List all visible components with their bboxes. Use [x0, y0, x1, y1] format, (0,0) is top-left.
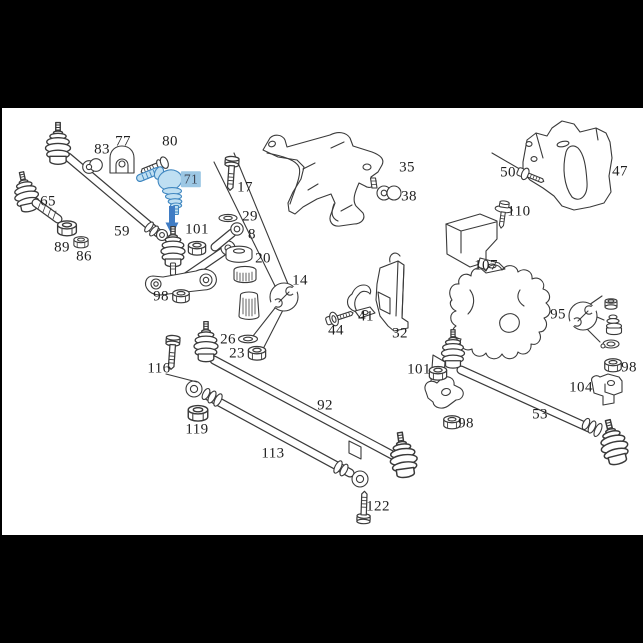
part-label-107: 107 [474, 257, 498, 274]
clamp-77 [109, 145, 135, 174]
part-label-86: 86 [76, 248, 92, 265]
part-label-77: 77 [115, 133, 131, 150]
part-label-14: 14 [292, 272, 308, 289]
part-label-89: 89 [54, 239, 70, 256]
part-label-23: 23 [229, 345, 245, 362]
part-label-83: 83 [94, 141, 110, 158]
part-label-119: 119 [185, 421, 209, 438]
part-label-26: 26 [220, 331, 236, 348]
bolt-110 [494, 200, 513, 229]
part-label-47: 47 [612, 163, 628, 180]
bracket-104 [591, 373, 623, 406]
bushing-83 [82, 158, 103, 174]
part-label-98: 98 [458, 415, 474, 432]
part-label-113: 113 [261, 445, 285, 462]
part-label-122: 122 [366, 498, 390, 515]
part-label-95: 95 [550, 306, 566, 323]
part-label-53: 53 [532, 406, 548, 423]
bolt-116 [163, 334, 198, 383]
grommet-38 [376, 185, 402, 201]
part-label-20: 20 [255, 250, 271, 267]
part-label-101: 101 [185, 221, 209, 238]
part-label-50: 50 [500, 164, 516, 181]
highlighted-part-71 [136, 166, 183, 216]
part-label-98: 98 [621, 359, 637, 376]
bolt-44 [325, 310, 354, 327]
part-label-38: 38 [401, 188, 417, 205]
part-label-71-highlighted: 71 [180, 171, 202, 187]
part-label-110: 110 [507, 203, 531, 220]
heat-shield-35 [262, 132, 384, 227]
bracket-32 [375, 252, 409, 332]
damper-rod-113 [185, 380, 369, 488]
part-label-80: 80 [162, 133, 178, 150]
part-label-101: 101 [407, 361, 431, 378]
part-label-116: 116 [147, 360, 171, 377]
bracket-47 [491, 120, 613, 211]
part-label-41: 41 [358, 308, 374, 325]
part-label-44: 44 [328, 322, 344, 339]
tie-rod-end-65 [9, 169, 63, 224]
bolt-50 [516, 167, 545, 184]
steering-gear-outline [449, 264, 551, 360]
part-label-8: 8 [248, 226, 256, 243]
part-label-17: 17 [237, 179, 253, 196]
part-label-35: 35 [399, 159, 415, 176]
repair-kit-group [210, 152, 299, 361]
part-label-92: 92 [317, 397, 333, 414]
part-label-29: 29 [242, 208, 258, 225]
repair-kit-95-group [568, 295, 623, 349]
part-label-98: 98 [153, 288, 169, 305]
center-rod-92 [193, 320, 421, 480]
part-label-104: 104 [569, 379, 593, 396]
clip-41 [346, 284, 376, 319]
part-label-59: 59 [114, 223, 130, 240]
part-label-65: 65 [40, 193, 56, 210]
part-label-32: 32 [392, 325, 408, 342]
